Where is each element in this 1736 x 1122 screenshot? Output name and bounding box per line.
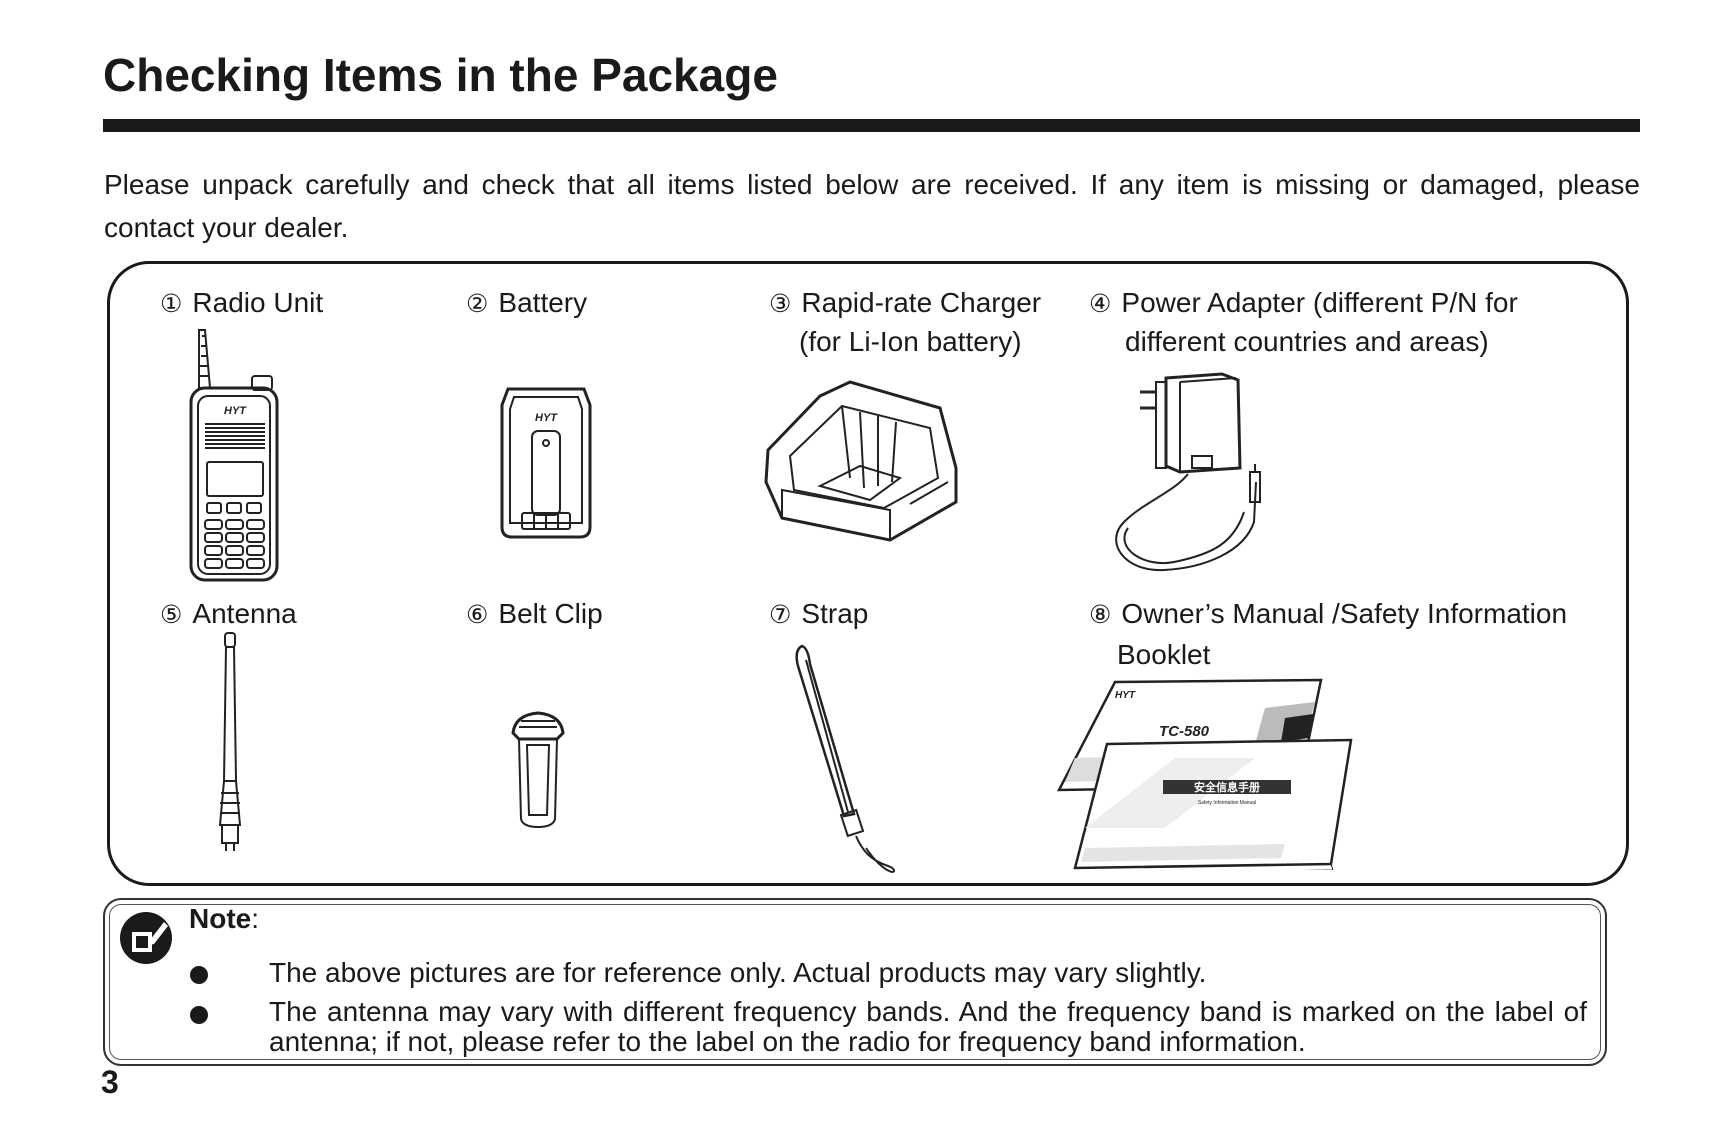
item-sublabel-manual: Booklet <box>1117 639 1211 670</box>
intro-paragraph: Please unpack carefully and check that a… <box>104 169 1640 243</box>
battery-brand-logo: HYT <box>535 412 558 424</box>
power-adapter-icon <box>1115 372 1261 572</box>
page-title: Checking Items in the Package <box>103 49 778 101</box>
manual-model-text: TC-580 <box>1159 723 1210 740</box>
manual-booklet-icon: HYT TC-580 安全信息手册 Safety Information Man… <box>1056 678 1353 870</box>
battery-icon: HYT <box>500 387 592 539</box>
title-underline <box>103 119 1640 132</box>
antenna-icon <box>218 632 242 851</box>
bullet-dot <box>190 1006 208 1024</box>
belt-clip-icon <box>511 711 565 829</box>
radio-brand-logo: HYT <box>224 405 247 417</box>
note-pencil-icon <box>120 912 172 964</box>
item-sublabel-charger: (for Li-Ion battery) <box>799 326 1022 357</box>
package-items-panel <box>107 261 1629 886</box>
safety-booklet-subtitle: Safety Information Manual <box>1198 800 1256 806</box>
strap-icon <box>795 644 896 874</box>
note-bullet-text: The above pictures are for reference onl… <box>269 957 1207 988</box>
item-sublabel-power-adapter: different countries and areas) <box>1125 326 1489 357</box>
note-box <box>103 898 1607 1066</box>
note-title: Note: <box>189 903 260 934</box>
safety-booklet-title: 安全信息手册 <box>1194 780 1260 794</box>
page-number: 3 <box>101 1064 119 1100</box>
charger-icon <box>764 380 958 542</box>
bullet-dot <box>190 966 208 984</box>
note-bullet-text: The antenna may vary with different freq… <box>269 996 1587 1057</box>
manual-brand-logo: HYT <box>1115 690 1136 701</box>
radio-unit-icon: HYT <box>189 329 279 582</box>
